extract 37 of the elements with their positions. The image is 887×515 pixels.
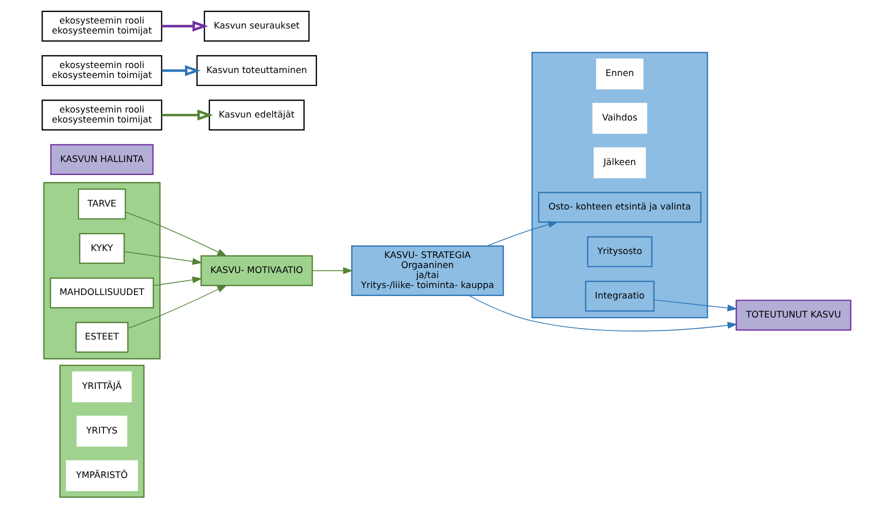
arrow bbox=[161, 65, 200, 76]
node-box: MAHDOLLISUUDET bbox=[49, 277, 154, 308]
arrow bbox=[161, 110, 213, 121]
cluster bbox=[58, 364, 144, 498]
arrow bbox=[124, 212, 227, 256]
node-box: KYKY bbox=[78, 233, 124, 264]
node-box: Ennen bbox=[596, 58, 643, 90]
node-box: TOTEUTUNUT KASVU bbox=[735, 300, 851, 331]
arrow bbox=[127, 284, 227, 329]
node-box: KASVU- STRATEGIA Orgaaninen ja/tai Yritys-/liike- toiminta- kauppa bbox=[350, 245, 504, 296]
node-box: ESTEET bbox=[74, 322, 128, 353]
node-box: Integraatio bbox=[584, 280, 654, 312]
arrow bbox=[312, 267, 352, 274]
node-box: Osto- kohteen etsintä ja valinta bbox=[538, 192, 701, 223]
node-box: ekosysteemin rooli ekosysteemin toimijat bbox=[41, 100, 162, 130]
arrow bbox=[152, 276, 202, 286]
node-box: KASVU- MOTIVAATIO bbox=[200, 255, 312, 286]
arrow bbox=[468, 295, 737, 332]
node-box: YMPÄRISTÖ bbox=[65, 460, 138, 492]
node-box: Kasvun edeltäjät bbox=[208, 100, 304, 130]
node-box: ekosysteemin rooli ekosysteemin toimijat bbox=[41, 55, 162, 86]
node-box: Kasvun toteuttaminen bbox=[196, 55, 316, 86]
node-box: YRITYS bbox=[76, 416, 127, 447]
arrow bbox=[653, 299, 737, 312]
node-box: YRITTÄJÄ bbox=[72, 371, 132, 402]
arrow bbox=[161, 20, 208, 32]
arrow bbox=[486, 221, 558, 246]
node-box: Kasvun seuraukset bbox=[203, 10, 310, 42]
node-box: Yritysosto bbox=[586, 236, 652, 268]
node-box: Vaihdos bbox=[592, 102, 647, 134]
node-box: KASVUN HALLINTA bbox=[50, 144, 154, 175]
node-box: Jälkeen bbox=[593, 147, 646, 178]
arrow bbox=[123, 251, 202, 265]
cluster bbox=[530, 52, 708, 318]
cluster bbox=[42, 182, 160, 360]
node-box: ekosysteemin rooli ekosysteemin toimijat bbox=[41, 10, 162, 42]
node-box: TARVE bbox=[77, 188, 126, 220]
